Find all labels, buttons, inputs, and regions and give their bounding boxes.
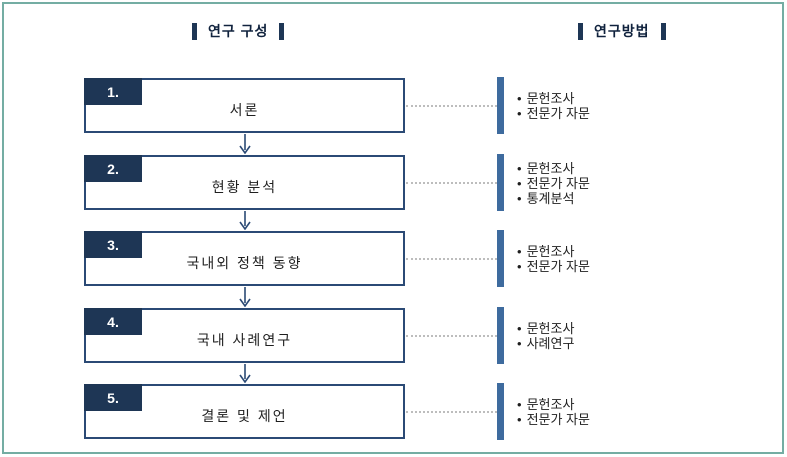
stage-number: 2. xyxy=(107,160,119,177)
bullet-icon: • xyxy=(517,160,522,176)
method-label: 전문가 자문 xyxy=(526,412,590,427)
method-item: • 전문가 자문 xyxy=(517,106,590,121)
dotted-connector xyxy=(406,411,497,413)
method-item: •통계분석 xyxy=(517,191,590,206)
method-item: • 전문가 자문 xyxy=(517,412,590,427)
method-item: • 문헌조사 xyxy=(517,91,590,106)
method-list: • 문헌조사 • 사례연구 xyxy=(517,308,574,364)
stage-box: 1. 서론 xyxy=(84,78,405,133)
method-item: • 문헌조사 xyxy=(517,244,590,259)
flow-row: 3. 국내외 정책 동향 • 문헌조사 • 전문가 자문 xyxy=(0,230,787,287)
header-methods-title: 연구방법 xyxy=(594,23,650,39)
stage-number-badge: 2. xyxy=(84,155,142,182)
method-item: •문헌조사 xyxy=(517,161,590,176)
method-accent-bar xyxy=(497,77,504,134)
stage-number: 4. xyxy=(107,313,119,330)
method-label: 전문가 자문 xyxy=(526,259,590,274)
dotted-connector xyxy=(406,335,497,337)
stage-number: 5. xyxy=(107,389,119,406)
down-arrow-icon xyxy=(239,364,251,383)
stage-box: 5. 결론 및 제언 xyxy=(84,384,405,439)
method-label: 문헌조사 xyxy=(526,321,575,336)
header-bar-icon xyxy=(578,22,583,40)
flow-row: 4. 국내 사례연구 • 문헌조사 • 사례연구 xyxy=(0,307,787,364)
flow-row: 5. 결론 및 제언 • 문헌조사 • 전문가 자문 xyxy=(0,383,787,440)
bullet-icon: • xyxy=(517,397,522,412)
stage-label: 결론 및 제언 xyxy=(201,408,288,424)
method-label: 사례연구 xyxy=(526,336,575,351)
bullet-icon: • xyxy=(517,190,522,206)
method-item: • 전문가 자문 xyxy=(517,259,590,274)
header-bar-icon xyxy=(192,22,197,40)
method-list: • 문헌조사 • 전문가 자문 xyxy=(517,384,590,440)
bullet-icon: • xyxy=(517,244,522,259)
method-label: 통계분석 xyxy=(526,190,575,206)
header-methods: 연구방법 xyxy=(578,22,666,40)
bullet-icon: • xyxy=(517,91,522,106)
header-structure: 연구 구성 xyxy=(192,22,285,40)
method-label: 문헌조사 xyxy=(526,160,575,176)
dotted-connector xyxy=(406,182,497,184)
header-bar-icon xyxy=(660,22,666,40)
stage-number: 3. xyxy=(107,236,119,253)
method-list: • 문헌조사 • 전문가 자문 xyxy=(517,231,590,287)
method-item: • 문헌조사 xyxy=(517,321,574,336)
method-item: • 사례연구 xyxy=(517,336,574,351)
dotted-connector xyxy=(406,258,497,260)
stage-number-badge: 1. xyxy=(84,78,142,105)
stage-number: 1. xyxy=(107,83,119,100)
stage-number-badge: 5. xyxy=(84,384,142,411)
header-bar-icon xyxy=(279,22,285,40)
method-item: • 문헌조사 xyxy=(517,397,590,412)
method-list: •문헌조사•전문가 자문•통계분석 xyxy=(517,155,590,211)
down-arrow-icon xyxy=(239,134,251,154)
down-arrow-icon xyxy=(239,287,251,307)
bullet-icon: • xyxy=(517,412,522,427)
stage-label: 현황 분석 xyxy=(211,179,278,195)
down-arrow-icon xyxy=(239,211,251,230)
method-accent-bar xyxy=(497,307,504,364)
bullet-icon: • xyxy=(517,321,522,336)
stage-box: 2. 현황 분석 xyxy=(84,155,405,210)
stage-number-badge: 4. xyxy=(84,308,142,335)
stage-box: 4. 국내 사례연구 xyxy=(84,308,405,363)
method-label: 문헌조사 xyxy=(526,91,575,106)
bullet-icon: • xyxy=(517,106,522,121)
method-label: 문헌조사 xyxy=(526,397,575,412)
stage-label: 국내 사례연구 xyxy=(196,332,293,348)
bullet-icon: • xyxy=(517,175,522,191)
flow-row: 1. 서론 • 문헌조사 • 전문가 자문 xyxy=(0,77,787,134)
method-accent-bar xyxy=(497,154,504,211)
stage-label: 국내외 정책 동향 xyxy=(186,255,303,271)
stage-label: 서론 xyxy=(229,102,260,118)
method-accent-bar xyxy=(497,383,504,440)
method-label: 문헌조사 xyxy=(526,244,575,259)
header-structure-title: 연구 구성 xyxy=(208,23,269,39)
dotted-connector xyxy=(406,105,497,107)
method-label: 전문가 자문 xyxy=(526,106,590,121)
method-item: •전문가 자문 xyxy=(517,176,590,191)
stage-box: 3. 국내외 정책 동향 xyxy=(84,231,405,286)
method-list: • 문헌조사 • 전문가 자문 xyxy=(517,78,590,134)
method-label: 전문가 자문 xyxy=(526,175,590,191)
flow-row: 2. 현황 분석 •문헌조사•전문가 자문•통계분석 xyxy=(0,154,787,211)
method-accent-bar xyxy=(497,230,504,287)
bullet-icon: • xyxy=(517,259,522,274)
stage-number-badge: 3. xyxy=(84,231,142,258)
bullet-icon: • xyxy=(517,336,522,351)
